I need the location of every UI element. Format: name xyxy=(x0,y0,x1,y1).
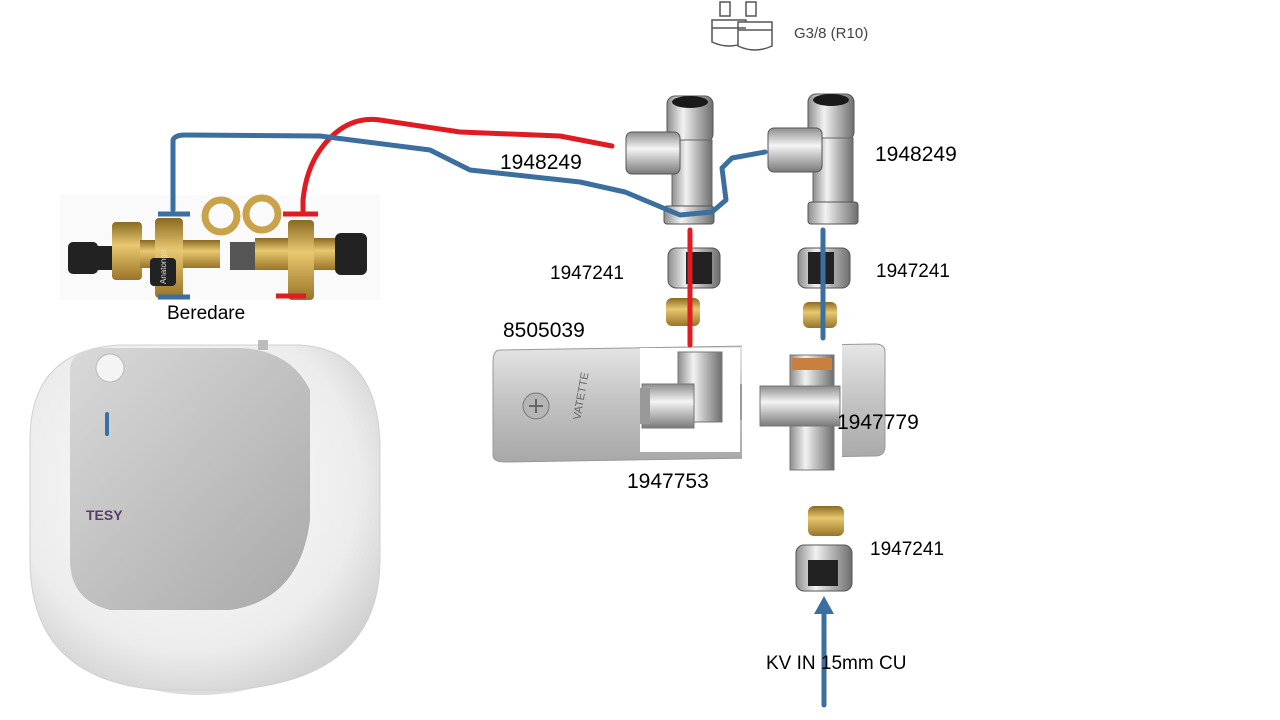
angle-valve-left xyxy=(625,95,715,225)
tee-fitting xyxy=(742,340,842,471)
water-heater xyxy=(29,340,381,695)
g38-fittings-icon xyxy=(711,1,773,51)
part-1948249-right-label: 1948249 xyxy=(875,143,957,166)
kv-in-label: KV IN 15mm CU xyxy=(766,653,907,674)
compression-nut-left xyxy=(666,247,721,326)
hot-water-pipe xyxy=(300,116,693,348)
cold-water-pipe xyxy=(170,132,827,708)
part-1947779-label: 1947779 xyxy=(837,411,919,434)
g38-label: G3/8 (R10) xyxy=(794,25,869,42)
angle-valve-right xyxy=(767,93,859,225)
part-1948249-left-label: 1948249 xyxy=(500,151,582,174)
beredare-label: Beredare xyxy=(167,303,246,324)
tesy-brand: TESY xyxy=(86,507,123,523)
part-1947753-label: 1947753 xyxy=(627,470,709,493)
part-8505039-label: 8505039 xyxy=(503,319,585,342)
part-1947241-right-label: 1947241 xyxy=(876,261,950,282)
compression-nut-bottom xyxy=(795,506,853,592)
hot-pipe-markers xyxy=(276,211,318,299)
elbow-fitting xyxy=(640,348,740,452)
part-1947241-bottom-label: 1947241 xyxy=(870,539,944,560)
safety-valve-group xyxy=(60,194,380,300)
cold-pipe-markers xyxy=(158,211,190,300)
part-1947241-left-label: 1947241 xyxy=(550,263,624,284)
arrow-up-icon xyxy=(814,596,834,614)
valve-brand: Anatongo xyxy=(159,249,168,284)
